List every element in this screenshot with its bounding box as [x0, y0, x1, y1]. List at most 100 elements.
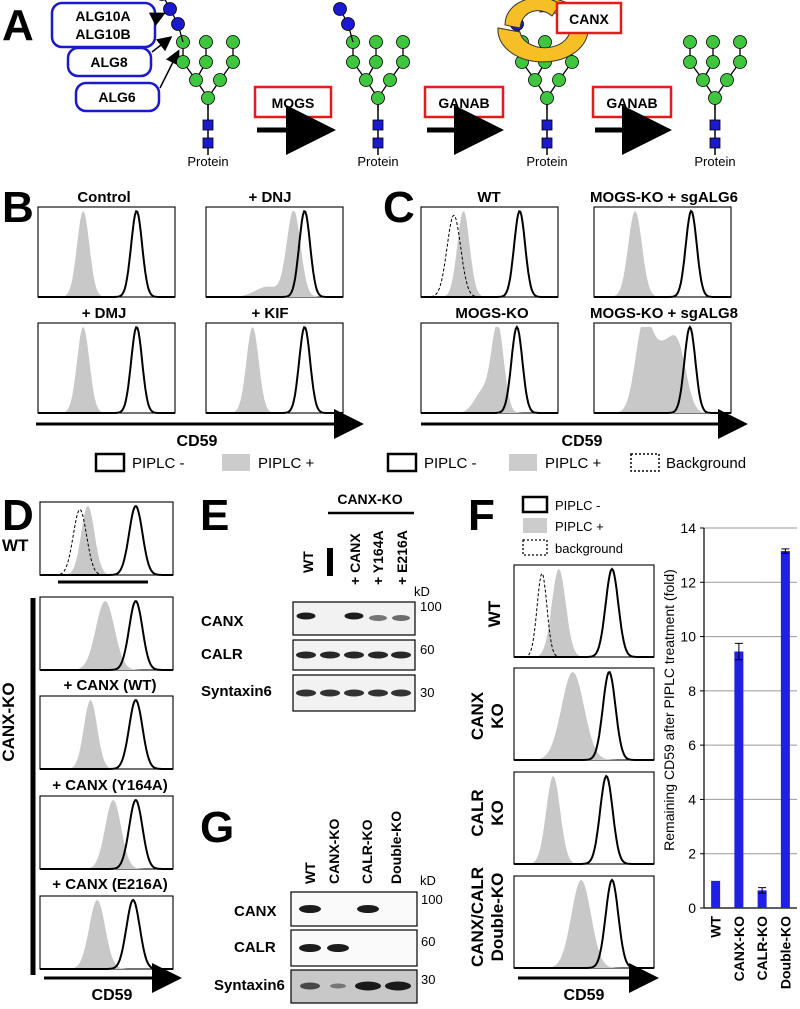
- panel-e-marker-30: 30: [420, 685, 434, 700]
- glucose: [333, 2, 347, 16]
- bar-chart-xtick-label: WT: [708, 916, 724, 938]
- panel-f: F PIPLC - PIPLC + background WT CANXKO C…: [468, 491, 797, 1004]
- protein-glycosylation-site: [372, 104, 384, 156]
- mannose: [189, 73, 203, 87]
- band-e-syntaxin6: [391, 689, 411, 697]
- mannose: [733, 55, 747, 69]
- histogram-f-wt: [513, 564, 655, 658]
- panel-d-xlabel: CD59: [92, 987, 133, 1004]
- legend-c-piplc-minus-swatch: [386, 452, 418, 473]
- panel-e-kd: kD: [414, 584, 430, 599]
- histogram-f-calr-ko: [513, 771, 655, 865]
- band-e-syntaxin6: [320, 689, 340, 697]
- panel-e-row-calr: CALR: [201, 646, 243, 663]
- protein-glycosylation-site: [541, 104, 553, 156]
- piplc-minus-distribution: [40, 505, 173, 576]
- band-g-syntaxin6-canx-ko: [330, 983, 346, 989]
- band-e-canx-wt: [296, 612, 316, 620]
- panel-c: C WT MOGS-KO + sgALG6 MOGS-KO MOGS-KO + …: [383, 183, 748, 473]
- panel-c-title-mogs-alg6: MOGS-KO + sgALG6: [590, 189, 738, 206]
- panel-d-group-label: CANX-KO: [0, 682, 18, 761]
- bar-chart-xtick-label: Double-KO: [777, 916, 793, 989]
- band-e-syntaxin6: [296, 689, 316, 697]
- mannose: [706, 55, 720, 69]
- lane-g-wt: WT: [302, 862, 318, 884]
- panel-c-title-wt: WT: [477, 189, 500, 206]
- piplc-plus-distribution: [421, 327, 558, 413]
- panel-f-row-double-ko: CANX/CALRDouble-KO: [468, 867, 507, 967]
- legend-c-background-swatch: [630, 453, 660, 472]
- mannose: [696, 73, 710, 87]
- mannose: [733, 35, 747, 49]
- piplc-minus-distribution: [421, 325, 558, 414]
- panel-g-row-calr: CALR: [234, 939, 276, 956]
- panel-b-letter: B: [2, 183, 34, 232]
- background-distribution: [421, 214, 558, 298]
- legend-c-background: Background: [666, 455, 746, 472]
- histogram-d-canx-e216a: [39, 895, 174, 970]
- panel-g-row-canx: CANX: [234, 903, 277, 920]
- bar-chart-ytick-label: 2: [688, 846, 696, 862]
- band-e-calr: [391, 651, 411, 659]
- panel-g: G WT CANX-KO CALR-KO Double-KO kD CANX C…: [200, 803, 443, 1004]
- enzyme-alg10b: ALG10B: [75, 26, 130, 42]
- panel-e-row-syntaxin6: Syntaxin6: [201, 683, 272, 700]
- band-e-canx-y164a: [369, 615, 387, 621]
- background-distribution: [514, 572, 654, 658]
- glycan-structure-1: [158, 0, 240, 156]
- bar-calr-ko: [757, 890, 767, 908]
- band-g-canx-calr-ko: [357, 905, 379, 913]
- piplc-minus-distribution: [40, 699, 173, 770]
- piplc-plus-distribution: [40, 601, 173, 670]
- step-ganab-2: GANAB: [606, 95, 657, 111]
- bar-chart-ytick-label: 14: [680, 520, 696, 536]
- panel-d: D WT CANX-KO + CANX (WT) + CANX (Y164A) …: [0, 491, 182, 1004]
- piplc-plus-distribution: [40, 506, 173, 575]
- panel-e-row-canx: CANX: [201, 613, 244, 630]
- band-e-calr: [296, 651, 316, 659]
- mannose: [226, 55, 240, 69]
- legend-b-piplc-minus-swatch: [94, 452, 126, 473]
- legend-f-background: background: [555, 541, 623, 556]
- histogram-frame: [593, 206, 732, 298]
- mannose: [538, 35, 552, 49]
- mannose: [708, 91, 722, 105]
- piplc-minus-distribution: [514, 567, 654, 658]
- piplc-minus-distribution: [40, 799, 173, 870]
- bar-double-ko: [780, 551, 790, 908]
- legend-b-piplc-plus-swatch: [222, 454, 250, 471]
- mannose: [199, 55, 213, 69]
- piplc-plus-distribution: [206, 211, 343, 297]
- band-e-canx-canx: [344, 612, 364, 620]
- enzyme-box-alg6: [74, 81, 161, 113]
- histogram-d-canx-ko: [39, 596, 174, 671]
- legend-c-piplc-plus-swatch: [509, 454, 537, 471]
- panel-f-row-canx-ko: CANXKO: [468, 691, 507, 740]
- histogram-d-wt: [39, 501, 174, 576]
- panel-b: B Control + DNJ + DMJ + KIF CD59 PIPLC -…: [2, 183, 364, 473]
- piplc-plus-distribution: [594, 327, 731, 413]
- panel-g-row-syntaxin6: Syntaxin6: [214, 977, 285, 994]
- mannose: [540, 91, 554, 105]
- panel-e-letter: E: [200, 491, 229, 540]
- glycan-structure-2: [333, 2, 410, 156]
- histogram-frame: [205, 206, 344, 298]
- panel-e: E CANX-KO WT + CANX + Y164A + E216A kD C…: [200, 491, 442, 712]
- panel-b-title-dnj: + DNJ: [249, 189, 292, 206]
- piplc-plus-distribution: [38, 211, 175, 297]
- enzyme-alg6: ALG6: [98, 89, 136, 105]
- histogram-frame: [37, 206, 176, 298]
- mannose: [383, 73, 397, 87]
- legend-c-piplc-plus: PIPLC +: [545, 455, 602, 472]
- glucose: [163, 2, 177, 16]
- panel-f-xlabel: CD59: [564, 987, 605, 1004]
- lane-g-calr-ko: CALR-KO: [359, 819, 375, 884]
- piplc-plus-distribution: [421, 211, 558, 297]
- mannose: [226, 35, 240, 49]
- band-g-calr-wt: [299, 944, 321, 952]
- piplc-minus-distribution: [514, 774, 654, 865]
- legend-f-piplc-minus: PIPLC -: [555, 498, 601, 513]
- piplc-minus-distribution: [421, 210, 558, 298]
- legend-c-piplc-minus: PIPLC -: [424, 455, 477, 472]
